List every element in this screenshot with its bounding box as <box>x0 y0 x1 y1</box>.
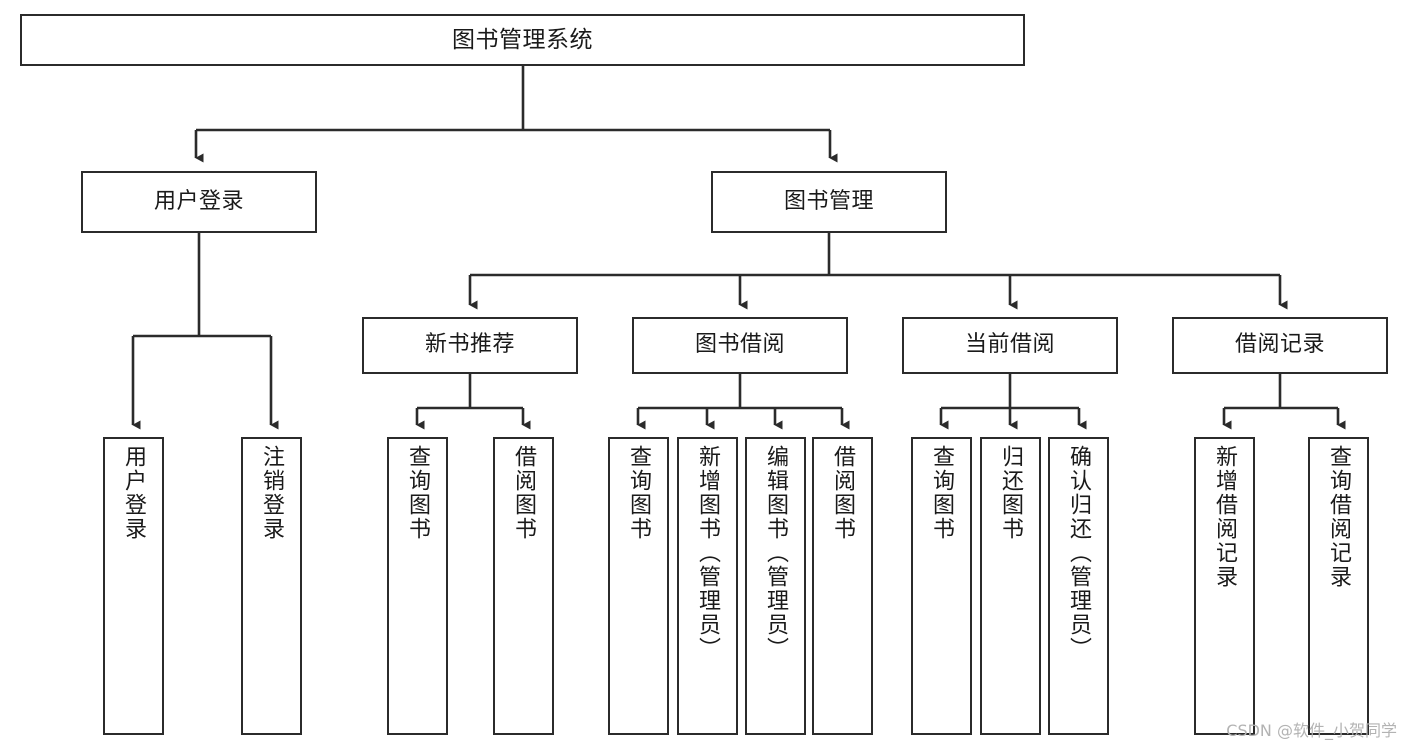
node-root-book-management-system[interactable]: 图书管理系统 <box>20 14 1025 66</box>
leaf-user-login-signout[interactable]: 注销登录 <box>241 437 302 735</box>
node-label: 注销登录 <box>259 445 285 541</box>
csdn-watermark: CSDN @软件_小贺同学 <box>1226 721 1397 740</box>
leaf-new-book-query-books[interactable]: 查询图书 <box>387 437 448 735</box>
node-label: 归还图书 <box>998 445 1024 541</box>
leaf-current-confirm-return-admin[interactable]: 确认归还（管理员） <box>1048 437 1109 735</box>
node-label: 借阅记录 <box>1234 332 1325 358</box>
leaf-borrow-edit-book-admin[interactable]: 编辑图书（管理员） <box>745 437 806 735</box>
node-borrowing-records[interactable]: 借阅记录 <box>1172 317 1388 374</box>
node-current-borrowing[interactable]: 当前借阅 <box>902 317 1118 374</box>
node-label: 图书借阅 <box>694 332 785 358</box>
node-label: 借阅图书 <box>511 445 537 541</box>
node-label: 图书管理系统 <box>452 26 593 53</box>
node-new-book-recommendation[interactable]: 新书推荐 <box>362 317 578 374</box>
node-label: 用户登录 <box>153 188 244 214</box>
leaf-records-add-record[interactable]: 新增借阅记录 <box>1194 437 1255 735</box>
node-label: 查询图书 <box>626 445 652 541</box>
node-label: 借阅图书 <box>830 445 856 541</box>
leaf-current-return-books[interactable]: 归还图书 <box>980 437 1041 735</box>
node-label: 编辑图书（管理员） <box>763 445 789 661</box>
node-label: 用户登录 <box>121 445 147 541</box>
leaf-records-query-record[interactable]: 查询借阅记录 <box>1308 437 1369 735</box>
node-label: 图书管理 <box>783 188 874 214</box>
node-label: 新增借阅记录 <box>1212 445 1238 589</box>
node-label: 当前借阅 <box>964 332 1055 358</box>
node-user-login[interactable]: 用户登录 <box>81 171 317 233</box>
leaf-borrow-borrow-books[interactable]: 借阅图书 <box>812 437 873 735</box>
node-label: 新书推荐 <box>424 332 515 358</box>
node-book-management[interactable]: 图书管理 <box>711 171 947 233</box>
leaf-new-book-borrow-books[interactable]: 借阅图书 <box>493 437 554 735</box>
node-label: 确认归还（管理员） <box>1066 445 1092 661</box>
node-book-borrowing[interactable]: 图书借阅 <box>632 317 848 374</box>
node-label: 查询图书 <box>405 445 431 541</box>
node-label: 查询图书 <box>929 445 955 541</box>
node-label: 查询借阅记录 <box>1326 445 1352 589</box>
leaf-borrow-add-book-admin[interactable]: 新增图书（管理员） <box>677 437 738 735</box>
leaf-user-login-signin[interactable]: 用户登录 <box>103 437 164 735</box>
node-label: 新增图书（管理员） <box>695 445 721 661</box>
leaf-current-query-books[interactable]: 查询图书 <box>911 437 972 735</box>
leaf-borrow-query-books[interactable]: 查询图书 <box>608 437 669 735</box>
